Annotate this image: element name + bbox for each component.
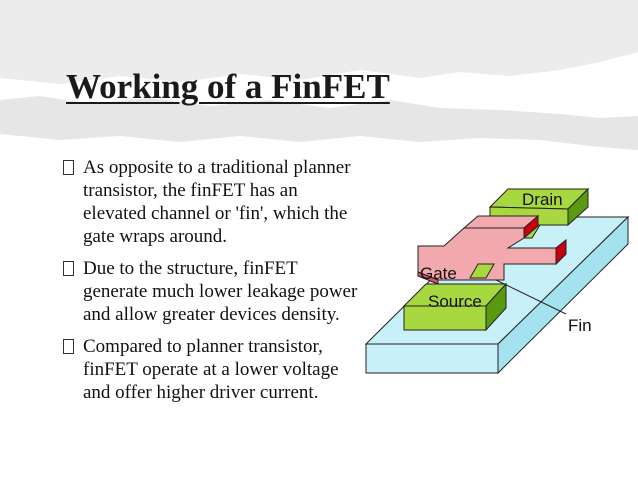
gate-structure: [417, 214, 567, 285]
bullet-item: As opposite to a traditional planner tra…: [63, 156, 363, 248]
bullet-box-icon: [63, 160, 74, 175]
title-torn-paper-band: [0, 96, 638, 150]
bullet-item: Due to the structure, finFET generate mu…: [63, 257, 363, 326]
bullet-box-icon: [63, 339, 74, 354]
slide-title: Working of a FinFET: [66, 67, 390, 106]
bullet-box-icon: [63, 261, 74, 276]
gate-label: Gate: [420, 264, 457, 283]
fin-label: Fin: [568, 316, 592, 335]
drain-label: Drain: [522, 190, 563, 209]
substrate-side: [497, 215, 629, 375]
drain-side: [567, 187, 589, 227]
fin-leader-line: [495, 279, 567, 315]
bullet-text: Due to the structure, finFET generate mu…: [83, 258, 358, 325]
substrate-front: [365, 343, 499, 374]
bullet-list: As opposite to a traditional planner tra…: [63, 156, 363, 413]
source-side: [485, 282, 507, 332]
bullet-text: As opposite to a traditional planner tra…: [83, 157, 351, 247]
finfet-diagram: Drain Gate Source Fin: [364, 187, 630, 375]
bullet-text: Compared to planner transistor, finFET o…: [83, 336, 339, 403]
source-label: Source: [428, 292, 482, 311]
top-torn-paper-band: [0, 0, 638, 84]
bullet-item: Compared to planner transistor, finFET o…: [63, 335, 363, 404]
source-terminal: [402, 263, 508, 332]
gate-right-face: [555, 238, 567, 266]
source-stem: [469, 263, 495, 279]
gate-far-face: [523, 214, 539, 240]
